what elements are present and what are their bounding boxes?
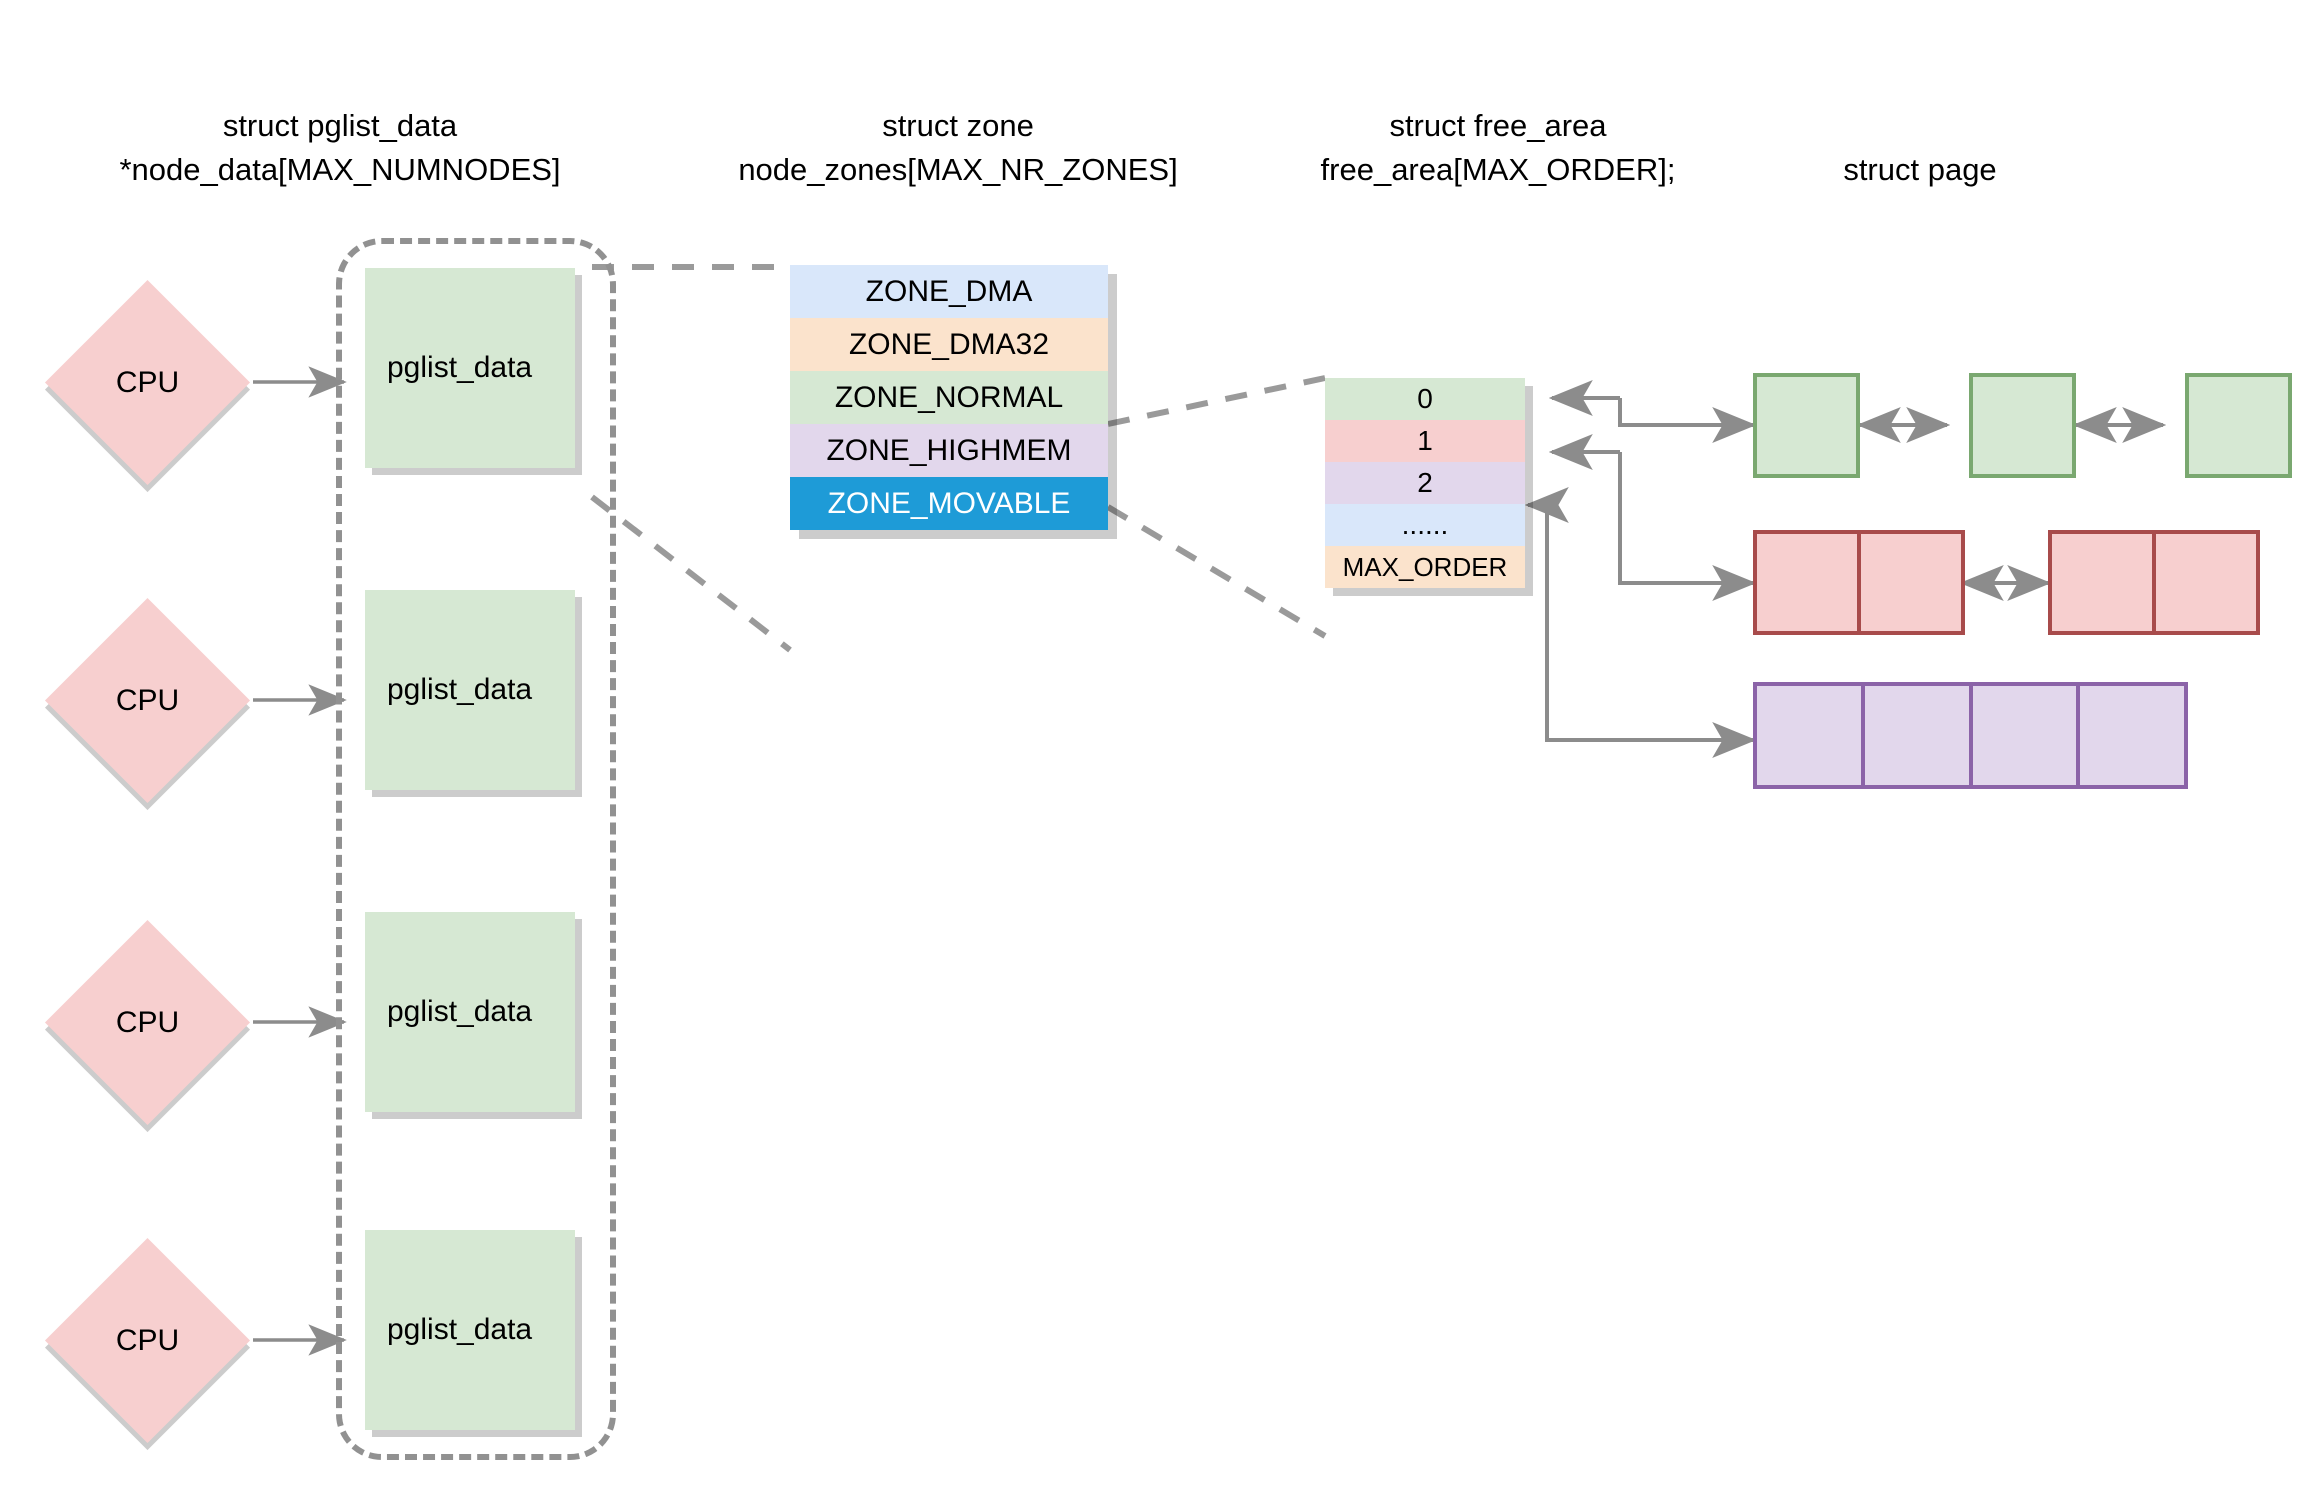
heading-line-2: *node_data[MAX_NUMNODES] (119, 152, 561, 187)
free-area-label: ...... (1401, 509, 1449, 540)
cpu-node[interactable]: CPU (44, 597, 251, 804)
heading-line-1: struct zone (882, 108, 1034, 143)
zone-row-normal[interactable]: ZONE_NORMAL (790, 371, 1108, 424)
page-cell (2076, 686, 2184, 785)
free-area-label: 1 (1417, 425, 1433, 456)
free-area-label: MAX_ORDER (1342, 551, 1508, 582)
node-to-zone-dashed (590, 264, 792, 653)
freearea-row1-link (1548, 434, 1757, 601)
page-cell (1757, 534, 1857, 631)
cpu-node[interactable]: CPU (44, 1237, 251, 1444)
heading-free-area: struct free_area free_area[MAX_ORDER]; (1268, 104, 1728, 192)
pglist-data-label: pglist_data (387, 673, 533, 706)
heading-line-2: free_area[MAX_ORDER]; (1320, 152, 1676, 187)
pglist-data-label: pglist_data (387, 1313, 533, 1346)
pglist-data-label: pglist_data (387, 995, 533, 1028)
zone-row-dma[interactable]: ZONE_DMA (790, 265, 1108, 318)
page-block-order2[interactable] (1753, 682, 2188, 789)
free-area-label: 0 (1417, 383, 1433, 414)
pglist-data-box[interactable]: pglist_data (365, 268, 575, 468)
heading-page: struct page (1690, 148, 2150, 192)
free-area-row-max-order[interactable]: MAX_ORDER (1325, 546, 1525, 588)
page-block-order1[interactable] (2048, 530, 2260, 635)
page-cell (1968, 686, 2077, 785)
page-block-order1[interactable] (1753, 530, 1965, 635)
zone-row-highmem[interactable]: ZONE_HIGHMEM (790, 424, 1108, 477)
page-cell (2152, 534, 2256, 631)
page-cell (1857, 534, 1961, 631)
page-cell (1860, 686, 1969, 785)
cpu-node[interactable]: CPU (44, 919, 251, 1126)
cpu-to-node-arrows (253, 366, 347, 1356)
page-cell (1757, 686, 1861, 785)
zone-to-freearea-dashed (1106, 375, 1327, 639)
page-block-order0[interactable] (1969, 373, 2076, 478)
page-block-order0[interactable] (1753, 373, 1860, 478)
cpu-node[interactable]: CPU (44, 279, 251, 486)
zone-stack: ZONE_DMA ZONE_DMA32 ZONE_NORMAL ZONE_HIG… (790, 265, 1108, 530)
free-area-row-1[interactable]: 1 (1325, 420, 1525, 462)
pglist-data-box[interactable]: pglist_data (365, 1230, 575, 1430)
heading-pglist-data: struct pglist_data *node_data[MAX_NUMNOD… (80, 104, 600, 192)
page-cell (2052, 534, 2152, 631)
pglist-data-box[interactable]: pglist_data (365, 590, 575, 790)
zone-row-movable[interactable]: ZONE_MOVABLE (790, 477, 1108, 530)
cpu-label: CPU (115, 365, 180, 399)
page-block-order0[interactable] (2185, 373, 2292, 478)
cpu-label: CPU (115, 1323, 180, 1357)
node-data-array-container (336, 238, 616, 1460)
zone-row-dma32[interactable]: ZONE_DMA32 (790, 318, 1108, 371)
free-area-row-2[interactable]: 2 (1325, 462, 1525, 504)
free-area-stack: 0 1 2 ...... MAX_ORDER (1325, 378, 1525, 588)
freearea-row2-link (1524, 487, 1757, 758)
zone-label: ZONE_NORMAL (834, 380, 1064, 414)
pglist-data-box[interactable]: pglist_data (365, 912, 575, 1112)
zone-label: ZONE_MOVABLE (827, 486, 1071, 520)
heading-zone: struct zone node_zones[MAX_NR_ZONES] (668, 104, 1248, 192)
pglist-data-label: pglist_data (387, 351, 533, 384)
zone-label: ZONE_DMA32 (848, 327, 1050, 361)
free-area-row-ellipsis[interactable]: ...... (1325, 504, 1525, 546)
zone-label: ZONE_DMA (865, 274, 1033, 308)
heading-line-2: node_zones[MAX_NR_ZONES] (738, 152, 1178, 187)
free-area-row-0[interactable]: 0 (1325, 378, 1525, 420)
free-area-label: 2 (1417, 467, 1433, 498)
freearea-row0-link (1548, 380, 1757, 443)
zone-label: ZONE_HIGHMEM (826, 433, 1072, 467)
heading-line-1: struct pglist_data (222, 108, 458, 143)
heading-line-1: struct free_area (1389, 108, 1607, 143)
cpu-label: CPU (115, 683, 180, 717)
heading-line-1: struct page (1843, 152, 1997, 187)
cpu-label: CPU (115, 1005, 180, 1039)
